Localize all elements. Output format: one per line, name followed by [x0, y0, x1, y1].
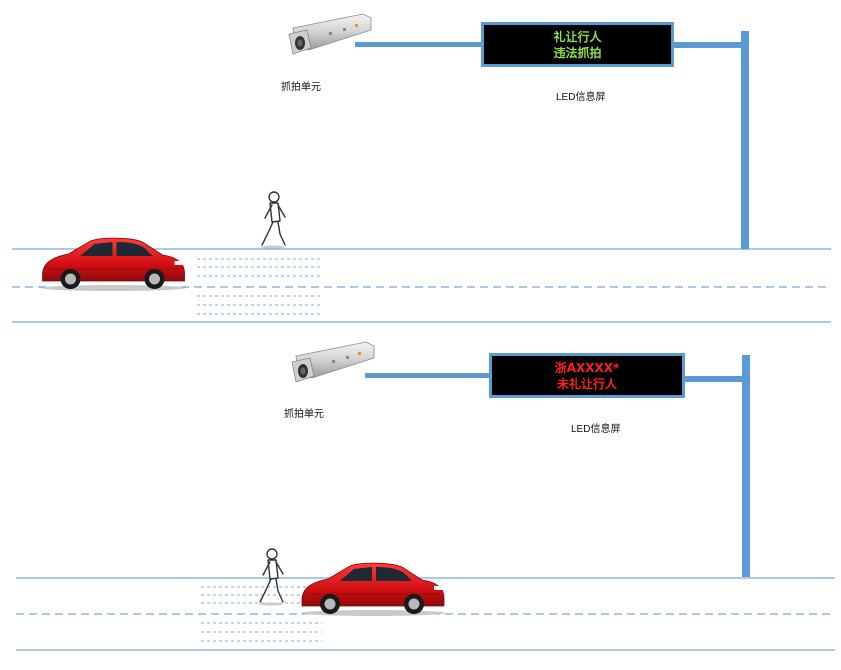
red-car-icon [300, 562, 446, 616]
camera-arm [355, 42, 485, 47]
camera-arm [365, 373, 492, 378]
crosswalk [201, 586, 322, 642]
gantry-arm [670, 42, 745, 48]
scene-2-graphics [16, 341, 835, 651]
red-car-icon [40, 237, 187, 291]
led-line-1: 浙AXXXX* [554, 360, 620, 375]
pedestrian-icon [258, 548, 284, 606]
led-screen-label: LED信息屏 [556, 92, 606, 103]
surveillance-camera-icon [288, 13, 372, 55]
gantry-arm [682, 376, 746, 382]
led-screen: 浙AXXXX* 未礼让行人 [489, 353, 685, 398]
scene-1-graphics [12, 13, 831, 323]
led-line-1: 礼让行人 [553, 29, 602, 44]
scene-yield-to-pedestrian: 礼让行人 违法抓拍 抓拍单元 LED信息屏 [0, 0, 841, 330]
gantry-pole [742, 355, 750, 577]
camera-label: 抓拍单元 [284, 409, 324, 420]
led-screen: 礼让行人 违法抓拍 [481, 22, 674, 67]
pedestrian-icon [260, 191, 286, 249]
crosswalk [197, 258, 320, 315]
led-line-2: 违法抓拍 [553, 45, 602, 60]
gantry-pole [741, 31, 749, 249]
surveillance-camera-icon [291, 341, 375, 383]
led-screen-label: LED信息屏 [571, 424, 621, 435]
led-line-2: 未礼让行人 [556, 376, 617, 391]
scene-violation-capture: 浙AXXXX* 未礼让行人 抓拍单元 LED信息屏 [0, 330, 841, 670]
camera-label: 抓拍单元 [281, 82, 321, 93]
